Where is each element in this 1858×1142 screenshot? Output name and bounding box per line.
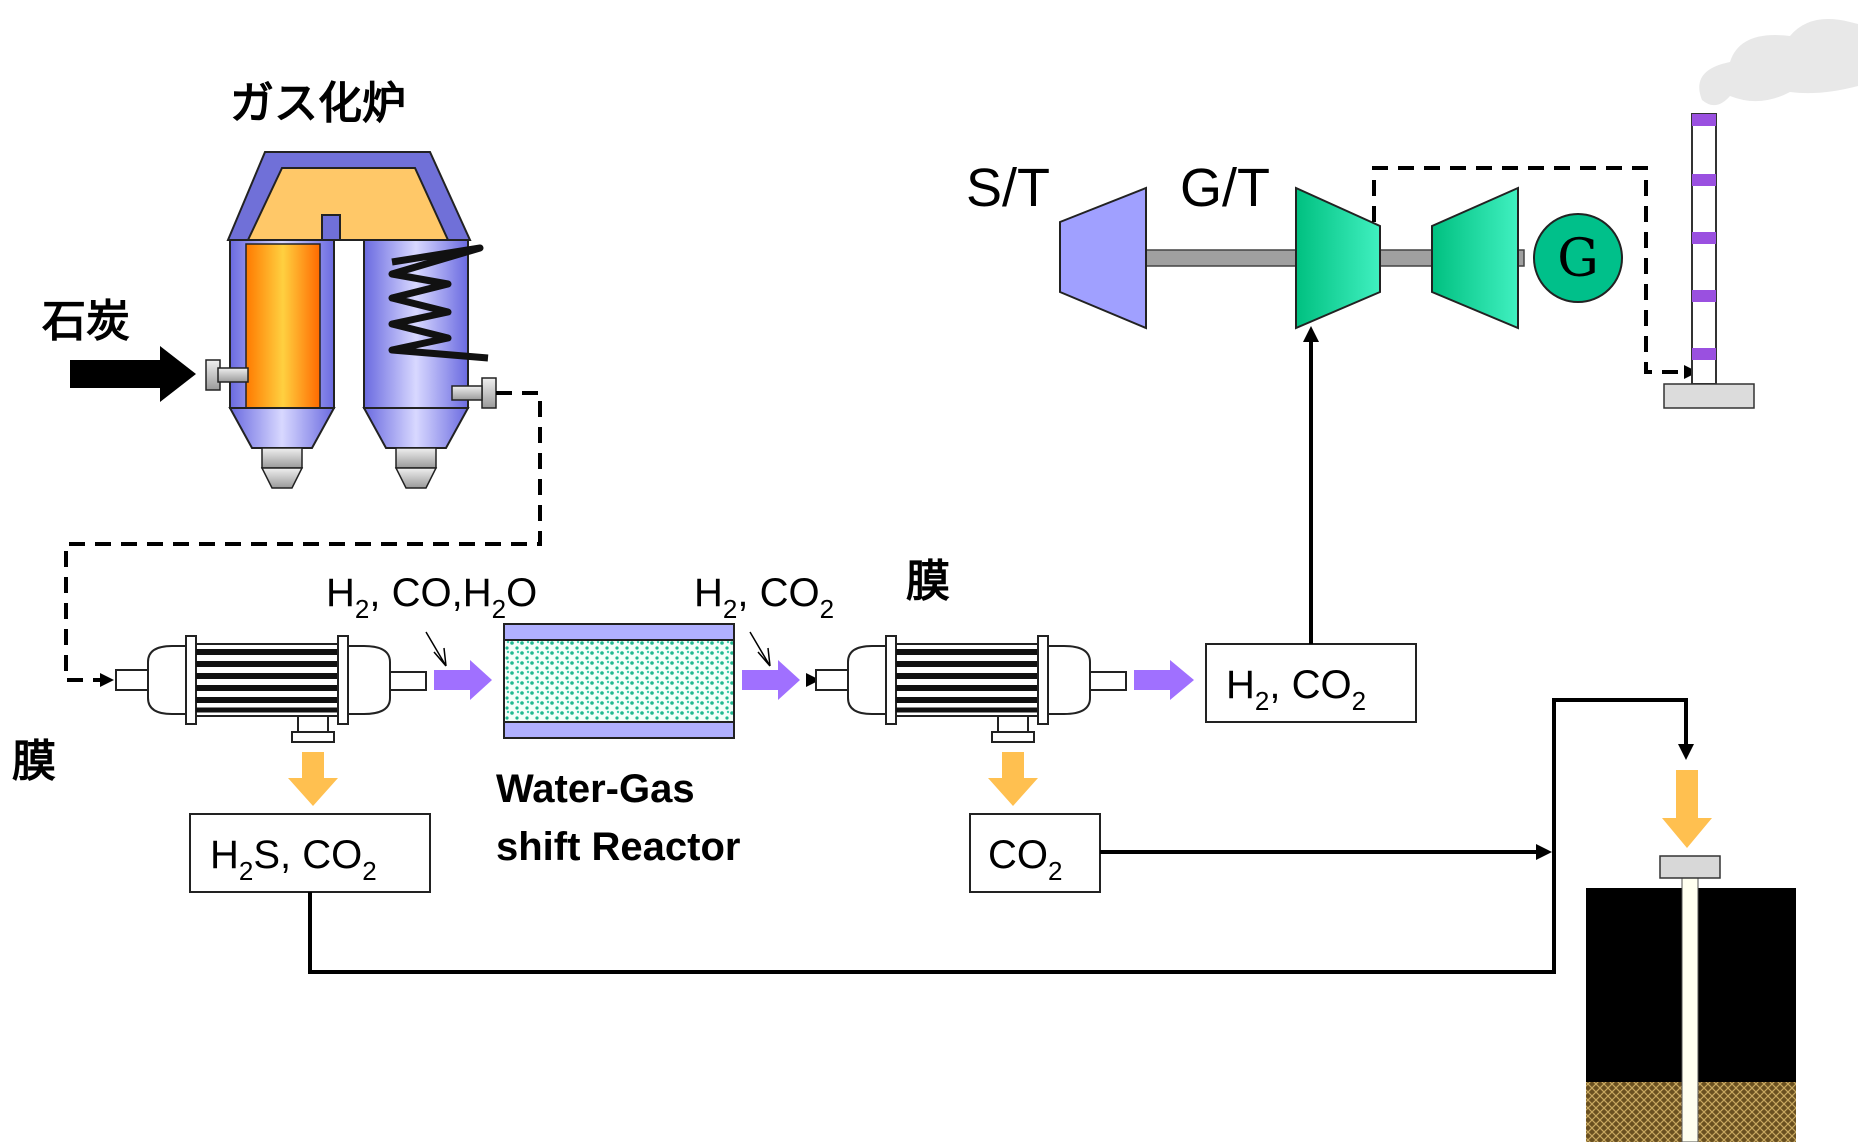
smoke bbox=[1699, 19, 1858, 106]
flow-arrow-to-membrane bbox=[742, 660, 800, 700]
gas-turbine-expander bbox=[1431, 186, 1519, 330]
left-permeate-box bbox=[189, 813, 431, 893]
membrane-right-label: 膜 bbox=[906, 556, 950, 607]
injection-arrow bbox=[1662, 770, 1712, 848]
reactor-label-line1: Water-Gas bbox=[496, 767, 695, 811]
heat-exchanger-coil bbox=[388, 244, 489, 362]
gasifier-flame bbox=[245, 243, 321, 409]
left-permeate-label: H2S, CO2 bbox=[210, 833, 377, 886]
coal-label: 石炭 bbox=[42, 296, 130, 347]
membrane-unit-right bbox=[806, 635, 1127, 743]
underground-storage bbox=[1586, 855, 1796, 1142]
membrane-left-label: 膜 bbox=[12, 736, 56, 787]
inlet-stream-label: H2, CO,H2O bbox=[326, 571, 537, 624]
gas-turbine-compressor bbox=[1295, 186, 1381, 330]
permeate-arrow-right bbox=[988, 752, 1038, 806]
generator-label: G bbox=[1557, 229, 1599, 289]
co2-collection-line bbox=[308, 698, 1688, 974]
gasifier-label: ガス化炉 bbox=[230, 78, 406, 129]
coal-feed-arrow bbox=[70, 346, 196, 402]
flow-arrow-to-product bbox=[1134, 660, 1194, 700]
reactor-label-line2: shift Reactor bbox=[496, 825, 741, 869]
gas-turbine-label: G/T bbox=[1180, 158, 1270, 218]
product-stream-label: H2, CO2 bbox=[1226, 663, 1366, 716]
exhaust-dashed-line bbox=[1372, 166, 1694, 374]
shift-out-stream-label: H2, CO2 bbox=[694, 571, 834, 624]
membrane-unit-left bbox=[115, 635, 427, 743]
product-box bbox=[1205, 643, 1417, 723]
permeate-arrow-left bbox=[288, 752, 338, 806]
flow-arrow-to-reactor bbox=[434, 660, 492, 700]
steam-turbine-label: S/T bbox=[966, 158, 1050, 218]
water-gas-shift-reactor bbox=[503, 623, 735, 739]
syngas-dashed-line bbox=[64, 391, 542, 682]
chimney bbox=[1663, 19, 1858, 409]
right-permeate-box bbox=[969, 813, 1101, 893]
right-permeate-label: CO2 bbox=[988, 833, 1062, 886]
gasifier-top-chamber bbox=[246, 167, 450, 241]
steam-turbine bbox=[1059, 186, 1147, 330]
wellhead bbox=[1659, 855, 1721, 879]
gasifier bbox=[205, 151, 497, 489]
generator bbox=[1533, 213, 1623, 303]
